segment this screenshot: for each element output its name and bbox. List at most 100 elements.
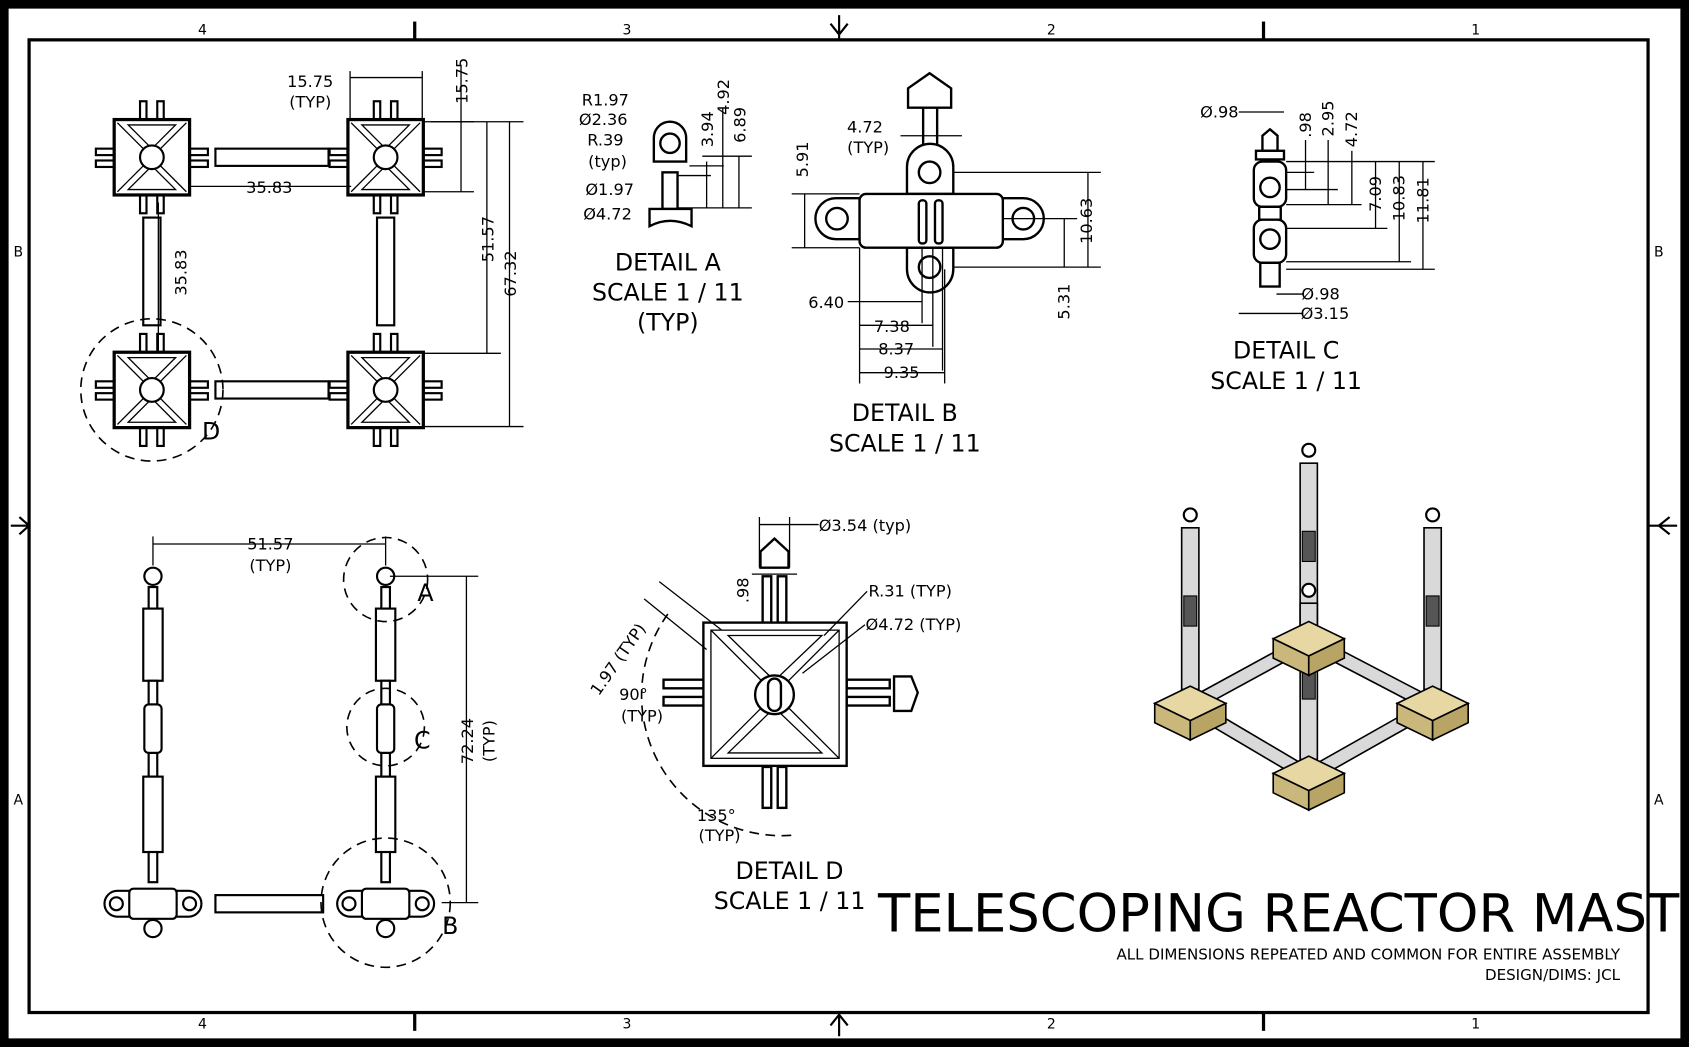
lower-eye — [143, 918, 163, 939]
detail-c-d315: Ø3.15 — [1301, 304, 1350, 323]
detail-c-callout[interactable]: C — [414, 727, 431, 755]
base-block — [128, 887, 178, 920]
iso-eyelet — [1301, 442, 1317, 458]
detail-d-r31: R.31 (TYP) — [868, 582, 952, 601]
centering-arrows — [10, 15, 1678, 1037]
detail-b-callout[interactable]: B — [442, 912, 458, 940]
corner-block — [94, 100, 209, 215]
upper-tube — [142, 607, 164, 682]
pin — [94, 380, 117, 389]
iso-coupler — [1301, 530, 1316, 563]
bracket-hole — [182, 896, 198, 912]
detail-b-dim-935: 9.35 — [884, 363, 920, 382]
bracket-hole — [341, 896, 357, 912]
detail-a-d472: Ø4.72 — [583, 205, 632, 224]
detail-a: R1.97 Ø2.36 R.39 (typ) Ø1.97 Ø4.72 3.94 … — [579, 79, 752, 337]
detail-c-d98-bottom: Ø.98 — [1301, 284, 1339, 303]
detail-b-scale: SCALE 1 / 11 — [829, 429, 981, 457]
top-view — [94, 100, 443, 448]
zone-col-2-bottom: 2 — [1047, 1017, 1056, 1033]
center-hub — [138, 377, 165, 403]
detail-b-dim-837: 8.37 — [878, 339, 914, 358]
pin — [372, 100, 382, 122]
bracket-hole — [108, 896, 124, 912]
detail-b-dim-738: 7.38 — [874, 317, 910, 336]
rod — [147, 850, 159, 884]
detail-d-angle-135-typ: (TYP) — [699, 826, 741, 845]
title-block: TELESCOPING REACTOR MAST ALL DIMENSIONS … — [877, 884, 1680, 984]
detail-a-d197: Ø1.97 — [585, 180, 634, 199]
coupler — [375, 703, 396, 755]
detail-c-dim-709: 7.09 — [1366, 176, 1385, 212]
iso-block-right — [1307, 637, 1346, 677]
detail-a-dim-394: 3.94 — [698, 111, 717, 147]
detail-b-dim-640: 6.40 — [808, 293, 844, 312]
drawing-title: TELESCOPING REACTOR MAST — [877, 884, 1680, 945]
iso-eyelet — [1182, 507, 1198, 523]
dim-72-24: 72.24 — [458, 718, 477, 764]
dim-51-57: 51.57 — [478, 216, 497, 262]
pin — [389, 332, 399, 355]
pin — [94, 392, 117, 401]
vertical-tube — [375, 216, 396, 327]
corner-block — [328, 332, 443, 448]
zone-row-b-right: B — [1654, 244, 1664, 260]
detail-c-dim-1083: 10.83 — [1390, 175, 1409, 221]
pin — [138, 332, 148, 355]
center-hub — [138, 144, 165, 171]
pin — [138, 100, 148, 122]
dim-15-75-vertical: 15.75 — [452, 58, 471, 104]
dim-72-24-typ: (TYP) — [479, 720, 498, 762]
dim-51-57-typ: 51.57 — [247, 534, 293, 553]
pin — [372, 332, 382, 355]
iso-eyelet — [1301, 582, 1317, 598]
rod — [147, 679, 159, 706]
rod — [380, 850, 392, 884]
rod — [380, 585, 392, 610]
pin — [328, 380, 351, 389]
detail-b-dim-472: 4.72 — [847, 117, 883, 136]
detail-b-dim-591: 5.91 — [793, 141, 812, 177]
pin — [156, 100, 165, 122]
pin — [421, 147, 443, 157]
lower-tube — [374, 775, 397, 854]
pin — [389, 192, 399, 215]
detail-b-typ: (TYP) — [847, 138, 889, 157]
detail-c-d98-top: Ø.98 — [1200, 102, 1238, 121]
zone-labels: 4 3 2 1 4 3 2 1 B B A A — [14, 22, 1665, 1032]
detail-b-dim-1063: 10.63 — [1077, 198, 1096, 244]
zone-row-a-right: A — [1654, 793, 1664, 809]
detail-d-angle-135: 135° — [697, 806, 736, 825]
zone-col-1-bottom: 1 — [1471, 1017, 1480, 1033]
pin — [187, 159, 209, 169]
detail-c-dim-98: .98 — [1296, 112, 1315, 138]
iso-block-right — [1189, 702, 1227, 742]
pin — [421, 380, 443, 389]
lower-eye — [375, 918, 396, 939]
pin — [389, 425, 399, 448]
lower-tube — [142, 775, 164, 854]
eyelet — [143, 566, 163, 586]
coupler — [143, 703, 163, 755]
pin — [328, 159, 351, 169]
rod — [380, 751, 392, 778]
detail-a-title: DETAIL A — [615, 248, 721, 276]
detail-c-title: DETAIL C — [1233, 337, 1339, 365]
horizontal-tube — [214, 380, 330, 400]
designer-note: DESIGN/DIMS: JCL — [1485, 966, 1621, 984]
detail-d-angle-90: 90° — [619, 685, 648, 704]
pin — [421, 159, 443, 169]
upper-tube — [374, 607, 397, 682]
zone-row-b-left: B — [14, 244, 24, 260]
base-tube — [214, 894, 325, 914]
detail-a-callout[interactable]: A — [417, 579, 433, 607]
pin — [156, 425, 165, 448]
iso-block-right — [1431, 702, 1469, 742]
detail-d-angle-90-typ: (TYP) — [621, 707, 663, 726]
pin — [138, 425, 148, 448]
pin — [187, 380, 209, 389]
rod — [147, 751, 159, 778]
base-block — [360, 887, 411, 920]
pin — [372, 425, 382, 448]
detail-a-dim-492: 4.92 — [714, 79, 733, 115]
